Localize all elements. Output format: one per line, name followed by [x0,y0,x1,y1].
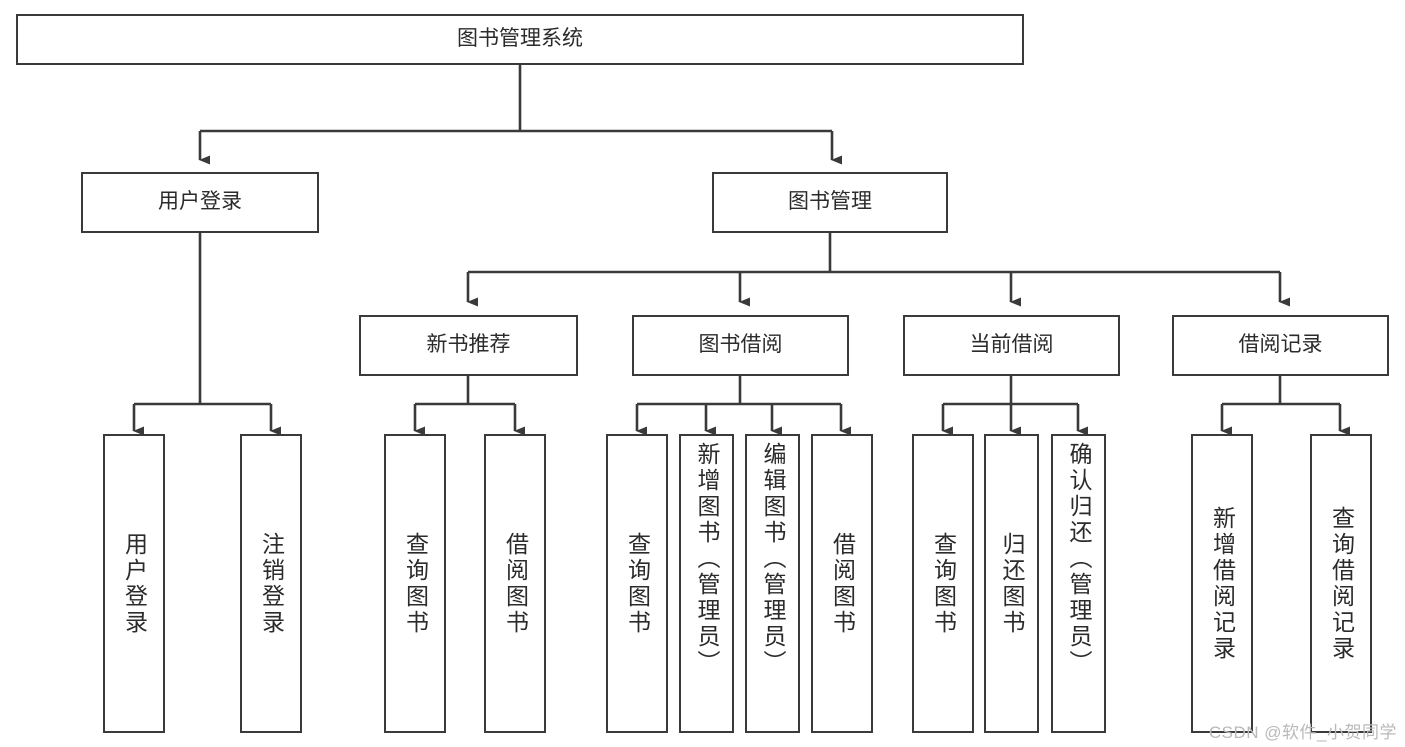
leaf-logout-label: 注销登录 [258,531,285,636]
leaf-query-book-2-label: 查询图书 [624,531,651,636]
leaf-edit-book-admin-label: 编辑图书（管理员） [760,442,786,676]
leaf-borrow-book-1[interactable]: 借阅图书 [484,434,546,733]
node-current-borrow-label: 当前借阅 [969,333,1054,357]
leaf-confirm-return-admin-label: 确认归还（管理员） [1066,442,1092,676]
leaf-add-record-label: 新增借阅记录 [1209,505,1236,662]
leaf-add-book-admin-label: 新增图书（管理员） [694,442,720,676]
leaf-query-record-label: 查询借阅记录 [1328,505,1355,662]
leaf-logout[interactable]: 注销登录 [240,434,302,733]
node-book-manage[interactable]: 图书管理 [712,172,948,233]
leaf-query-book-2[interactable]: 查询图书 [606,434,668,733]
leaf-user-login[interactable]: 用户登录 [103,434,165,733]
leaf-user-login-label: 用户登录 [121,531,148,636]
leaf-add-book-admin[interactable]: 新增图书（管理员） [679,434,734,733]
node-book-manage-label: 图书管理 [788,190,872,214]
node-borrow-record[interactable]: 借阅记录 [1172,315,1389,376]
node-new-book-recommend-label: 新书推荐 [426,333,511,357]
leaf-borrow-book-2-label: 借阅图书 [829,531,856,636]
leaf-borrow-book-1-label: 借阅图书 [502,531,529,636]
leaf-add-record[interactable]: 新增借阅记录 [1191,434,1253,733]
node-book-borrow-label: 图书借阅 [698,333,783,357]
node-root-label: 图书管理系统 [457,27,583,51]
leaf-query-book-1[interactable]: 查询图书 [384,434,446,733]
leaf-query-book-1-label: 查询图书 [402,531,429,636]
leaf-edit-book-admin[interactable]: 编辑图书（管理员） [745,434,800,733]
node-book-borrow[interactable]: 图书借阅 [632,315,849,376]
node-new-book-recommend[interactable]: 新书推荐 [359,315,578,376]
node-root[interactable]: 图书管理系统 [16,14,1024,65]
leaf-return-book[interactable]: 归还图书 [984,434,1039,733]
node-current-borrow[interactable]: 当前借阅 [903,315,1120,376]
node-user-login-label: 用户登录 [158,190,242,214]
leaf-query-book-3[interactable]: 查询图书 [912,434,974,733]
leaf-return-book-label: 归还图书 [999,531,1025,636]
leaf-confirm-return-admin[interactable]: 确认归还（管理员） [1051,434,1106,733]
node-borrow-record-label: 借阅记录 [1238,333,1323,357]
csdn-watermark: CSDN @软件_小贺同学 [1208,723,1397,742]
leaf-borrow-book-2[interactable]: 借阅图书 [811,434,873,733]
node-user-login[interactable]: 用户登录 [81,172,319,233]
leaf-query-book-3-label: 查询图书 [930,531,957,636]
leaf-query-record[interactable]: 查询借阅记录 [1310,434,1372,733]
